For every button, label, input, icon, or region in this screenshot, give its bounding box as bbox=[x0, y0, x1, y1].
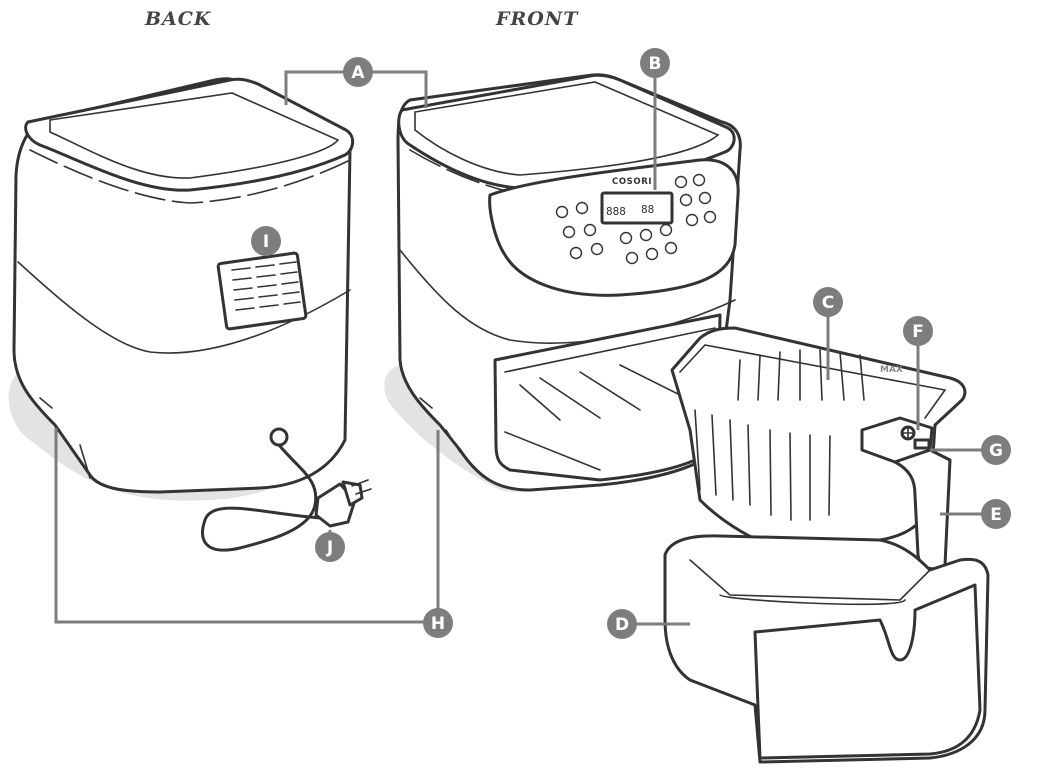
power-cord bbox=[201, 427, 322, 552]
leader-a bbox=[284, 70, 428, 108]
fryer-basket: MAX bbox=[670, 326, 967, 571]
svg-text:I: I bbox=[263, 232, 269, 252]
svg-text:H: H bbox=[431, 614, 445, 634]
svg-text:C: C bbox=[822, 293, 834, 313]
brand-logo: COSORI bbox=[612, 177, 652, 187]
power-plug bbox=[314, 479, 372, 528]
outer-drawer bbox=[663, 534, 990, 764]
max-fill-mark: MAX bbox=[880, 365, 903, 375]
control-panel: COSORI 888 88 bbox=[488, 158, 740, 297]
callout-c: C bbox=[813, 287, 843, 317]
callout-i: I bbox=[251, 226, 281, 256]
view-label-back: BACK bbox=[144, 8, 212, 30]
callout-e: E bbox=[981, 499, 1011, 529]
svg-text:F: F bbox=[912, 322, 924, 342]
callout-j: J bbox=[315, 532, 345, 562]
basket-release-button bbox=[860, 416, 934, 464]
svg-text:D: D bbox=[615, 615, 629, 635]
callout-b: B bbox=[640, 48, 670, 78]
front-lid-window bbox=[414, 81, 720, 176]
rear-vent bbox=[216, 251, 308, 331]
svg-text:A: A bbox=[351, 63, 365, 83]
front-view-air-fryer: COSORI 888 88 bbox=[384, 73, 742, 492]
leader-h bbox=[54, 428, 440, 624]
back-lid-seam bbox=[29, 149, 351, 204]
lcd-temp-digits: 888 bbox=[606, 205, 626, 218]
control-buttons bbox=[555, 173, 717, 265]
basket-cavity bbox=[493, 313, 722, 482]
callout-a: A bbox=[343, 57, 373, 87]
back-base-groove bbox=[39, 397, 91, 479]
front-base-groove bbox=[419, 397, 461, 453]
view-label-front: FRONT bbox=[495, 8, 579, 30]
callout-d: D bbox=[607, 609, 637, 639]
svg-text:J: J bbox=[326, 538, 333, 558]
lcd-display bbox=[600, 191, 674, 225]
svg-text:G: G bbox=[989, 441, 1003, 461]
back-lid-window bbox=[49, 92, 340, 179]
lcd-time-digits: 88 bbox=[641, 203, 654, 216]
callout-g: G bbox=[981, 435, 1011, 465]
svg-text:E: E bbox=[990, 505, 1002, 525]
callout-h: H bbox=[423, 608, 453, 638]
back-lid-top bbox=[24, 77, 355, 192]
back-view-air-fryer bbox=[8, 77, 372, 552]
callout-f: F bbox=[903, 316, 933, 346]
svg-text:B: B bbox=[649, 54, 662, 74]
